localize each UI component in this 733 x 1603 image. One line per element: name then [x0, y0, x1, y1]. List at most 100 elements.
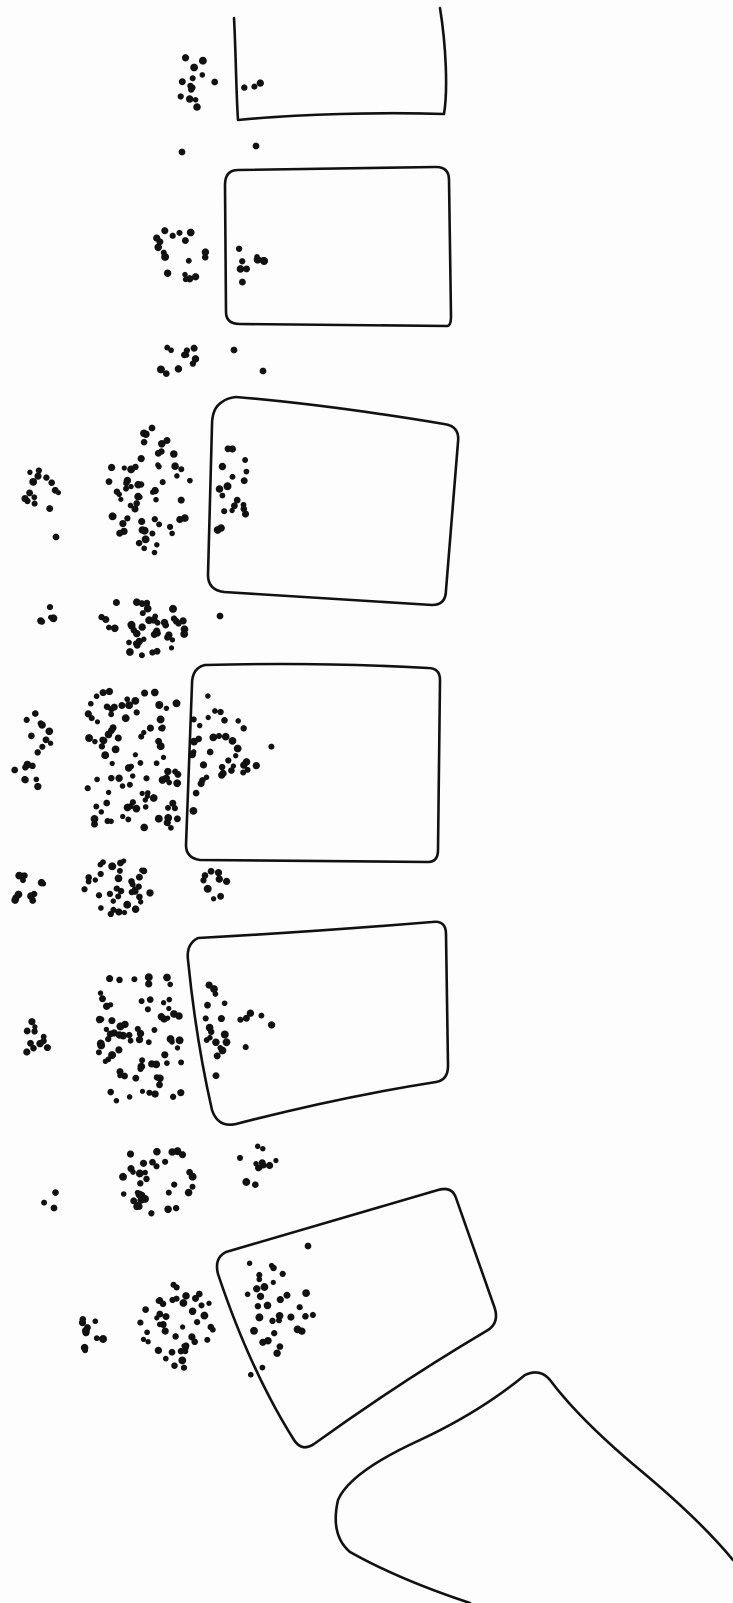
stipple-dot — [164, 768, 171, 775]
stipple-dot — [297, 1304, 303, 1310]
stipple-dot — [96, 1049, 102, 1055]
stipple-dot — [219, 463, 226, 470]
stipple-dot — [164, 1206, 172, 1214]
stipple-dot — [213, 1072, 220, 1079]
stipple-dot — [191, 716, 197, 722]
stipple-dot — [252, 1181, 259, 1188]
stipple-dot — [124, 804, 132, 812]
stipple-dot — [144, 605, 152, 613]
stipple-dot — [108, 819, 114, 825]
stipple-dot — [200, 1312, 208, 1320]
stipple-dot — [161, 250, 167, 256]
stipple-dot — [146, 1090, 152, 1096]
stipple-dot — [139, 1057, 145, 1063]
stipple-dot — [193, 790, 200, 797]
stipple-dot — [197, 723, 203, 729]
stipple-dot — [172, 769, 178, 775]
stipple-dot — [199, 777, 205, 783]
stipple-dot — [271, 1280, 276, 1285]
stipple-dot — [24, 1028, 31, 1035]
stipple-dot — [100, 689, 107, 696]
stipple-dot — [130, 773, 135, 778]
stipple-dot — [266, 1162, 273, 1169]
stipple-dot — [178, 1059, 184, 1065]
stipple-dot — [221, 508, 227, 514]
stipple-dot — [173, 1205, 179, 1211]
stipple-dot — [217, 1045, 223, 1051]
stipple-dot — [219, 493, 225, 499]
stipple-dot — [118, 497, 123, 502]
stipple-dot — [34, 473, 41, 480]
stipple-dot — [47, 604, 53, 610]
stipple-dot — [209, 734, 217, 742]
stipple-dot — [27, 1040, 34, 1047]
stipple-dot — [28, 733, 35, 740]
stipple-dot — [163, 1313, 170, 1320]
stipple-dot — [98, 905, 104, 911]
stipple-dot — [85, 785, 91, 791]
stipple-dot — [110, 726, 116, 732]
stipple-dot — [190, 64, 198, 72]
stipple-dot — [170, 1094, 176, 1100]
stipple-dot — [141, 1337, 146, 1342]
stipple-dot — [32, 501, 38, 507]
stipple-dot — [111, 704, 118, 711]
stipple-dot — [21, 872, 27, 878]
stipple-dot — [208, 868, 215, 875]
stipple-dot — [180, 1324, 185, 1329]
stipple-dot — [164, 1060, 170, 1066]
stipple-dot — [140, 429, 148, 437]
stipple-dot — [80, 1316, 87, 1323]
stipple-dot — [116, 492, 122, 498]
stipple-dot — [139, 652, 145, 658]
stipple-dot — [145, 1339, 150, 1344]
stipple-dot — [143, 775, 149, 781]
stipple-dot — [145, 790, 151, 796]
stipple-dot — [182, 1292, 190, 1300]
stipple-dot — [155, 1347, 162, 1354]
stipple-dot — [154, 648, 161, 655]
stipple-dot — [171, 1362, 178, 1369]
stipple-dot — [155, 462, 160, 467]
stipple-dot — [283, 1292, 290, 1299]
stipple-dot — [91, 815, 99, 823]
stipple-dot — [217, 893, 224, 900]
stipple-dot — [163, 1356, 169, 1362]
stipple-dot — [178, 466, 184, 472]
stipple-dot — [302, 1289, 310, 1297]
stipple-dot — [139, 526, 147, 534]
stipple-dot — [222, 733, 230, 741]
stipple-dot — [240, 725, 246, 731]
stipple-dot — [128, 503, 134, 509]
stipple-dot — [212, 1039, 220, 1047]
stipple-dot — [228, 767, 235, 774]
stipple-dot — [171, 1182, 177, 1188]
stipple-dot — [190, 75, 196, 81]
stipple-dot — [92, 739, 98, 745]
stipple-dot — [31, 494, 37, 500]
stipple-dot — [127, 1165, 134, 1172]
stipple-dot — [192, 273, 199, 280]
vertebra-3-outline — [208, 397, 458, 605]
stipple-dot — [142, 1306, 149, 1313]
stipple-dot — [81, 886, 87, 892]
stipple-dot — [166, 1190, 172, 1196]
stipple-dot — [115, 1046, 122, 1053]
stipple-dot — [124, 477, 131, 484]
stipple-dot — [158, 726, 163, 731]
stipple-dot — [257, 79, 264, 86]
stipple-dot — [223, 878, 230, 885]
stipple-dot — [217, 613, 224, 620]
stipple-dot — [255, 1144, 261, 1150]
stipple-dot — [138, 518, 145, 525]
stipple-dot — [95, 719, 100, 724]
stipple-dot — [160, 1300, 167, 1307]
stipple-dot — [130, 881, 136, 887]
stipple-dot — [141, 637, 146, 642]
stipple-dot — [138, 623, 145, 630]
stipple-dot — [24, 498, 30, 504]
stipple-dot — [126, 640, 132, 646]
stipple-dot — [271, 1330, 277, 1336]
stipple-dot — [250, 1327, 258, 1335]
stipple-dot — [156, 1081, 163, 1088]
